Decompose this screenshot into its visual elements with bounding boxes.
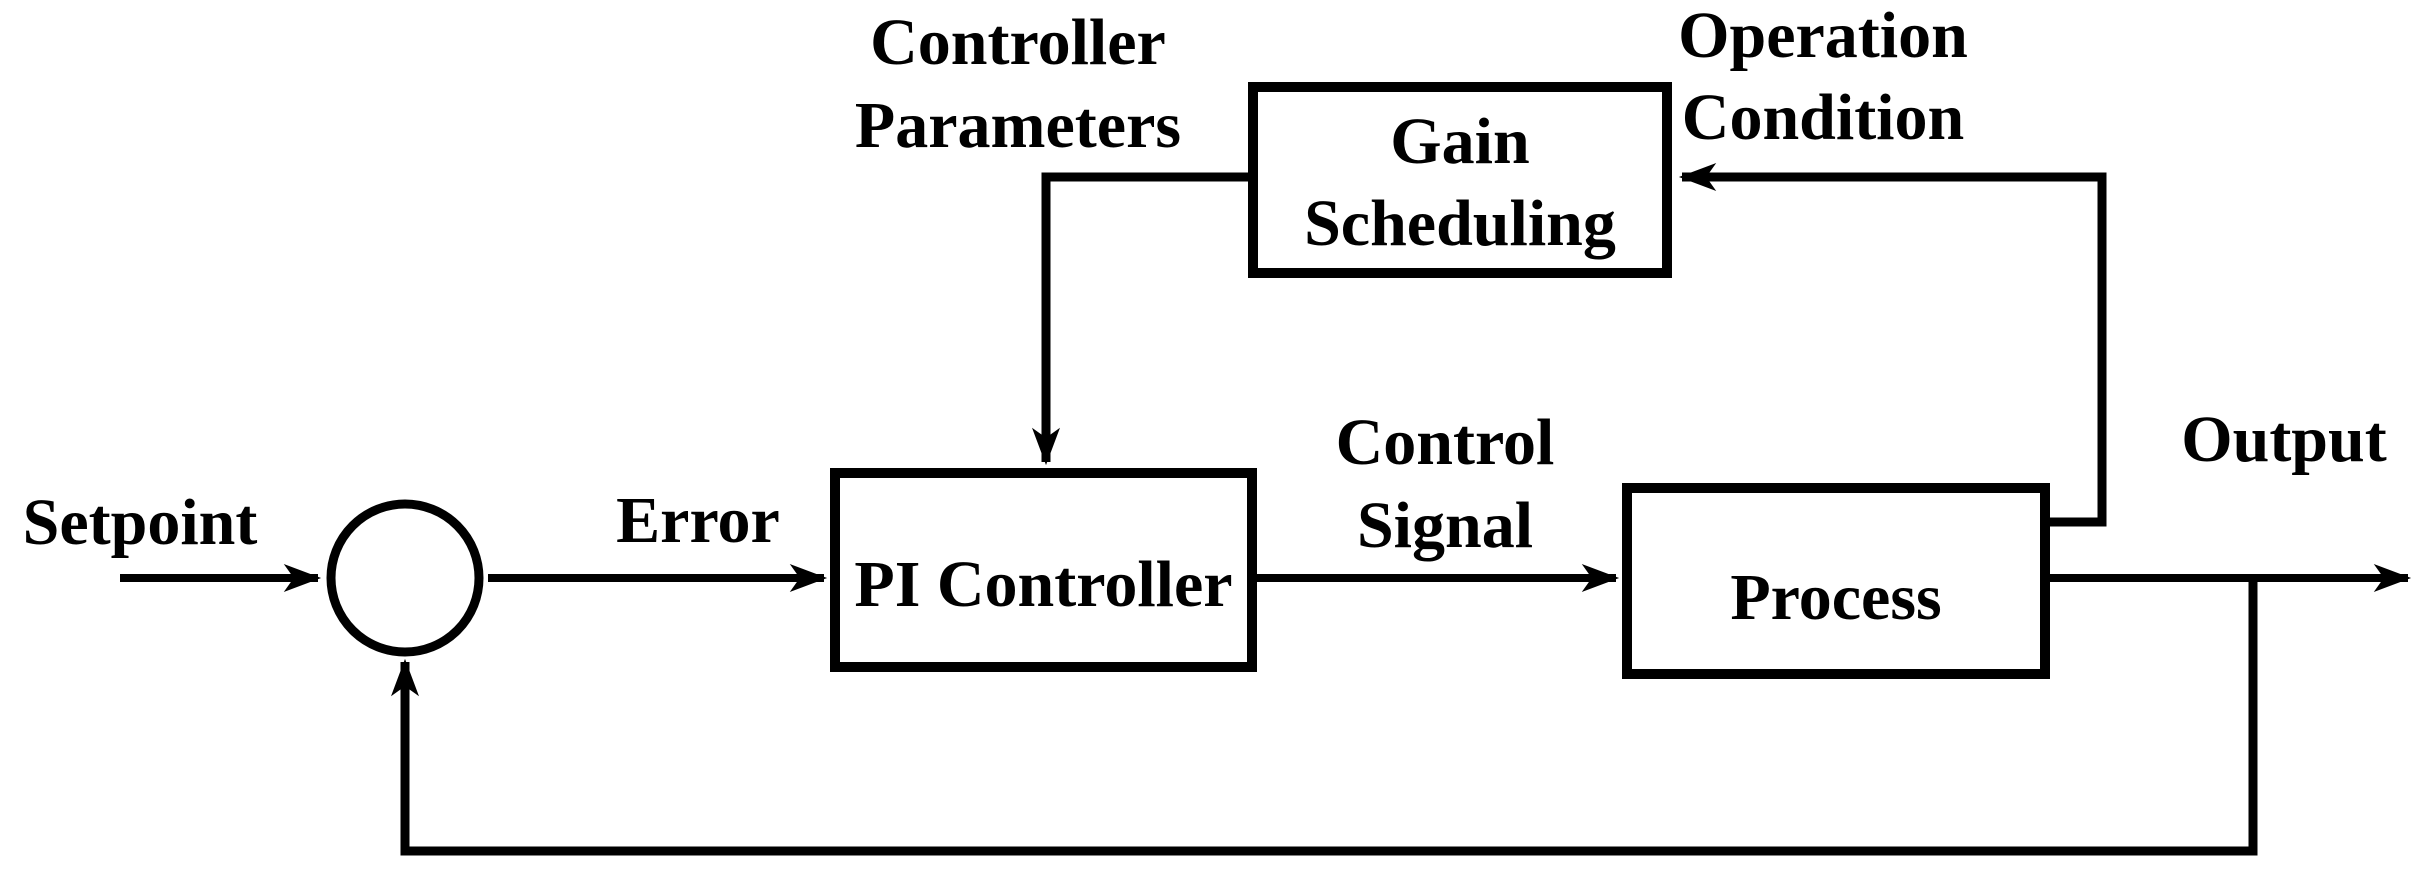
pi-controller-block: PI Controller bbox=[830, 468, 1257, 672]
gain-scheduling-label-line2: Scheduling bbox=[1304, 187, 1616, 260]
operation-condition-label-line2: Condition bbox=[1681, 81, 1965, 154]
control-signal-label-line2: Signal bbox=[1356, 489, 1534, 562]
process-block: Process bbox=[1622, 483, 2050, 679]
controller-parameters-arrow bbox=[1032, 172, 1248, 466]
operation-condition-label-line1: Operation bbox=[1678, 0, 1968, 72]
process-label: Process bbox=[1730, 561, 1942, 634]
gain-scheduling-label: Gain Scheduling bbox=[1304, 101, 1616, 265]
summing-junction-circle bbox=[326, 499, 484, 657]
controller-parameters-label-line1: Controller bbox=[870, 6, 1166, 79]
setpoint-label: Setpoint bbox=[22, 486, 258, 559]
gain-scheduling-block: Gain Scheduling bbox=[1248, 82, 1672, 278]
controller-parameters-label-line2: Parameters bbox=[854, 89, 1182, 162]
feedback-arrow bbox=[391, 578, 2258, 856]
gain-scheduling-label-line1: Gain bbox=[1390, 105, 1530, 178]
output-label: Output bbox=[2181, 403, 2387, 476]
error-label: Error bbox=[616, 484, 780, 557]
control-signal-label-line1: Control bbox=[1335, 406, 1555, 479]
operation-condition-arrow bbox=[1678, 163, 2107, 527]
pi-controller-label: PI Controller bbox=[854, 548, 1233, 621]
